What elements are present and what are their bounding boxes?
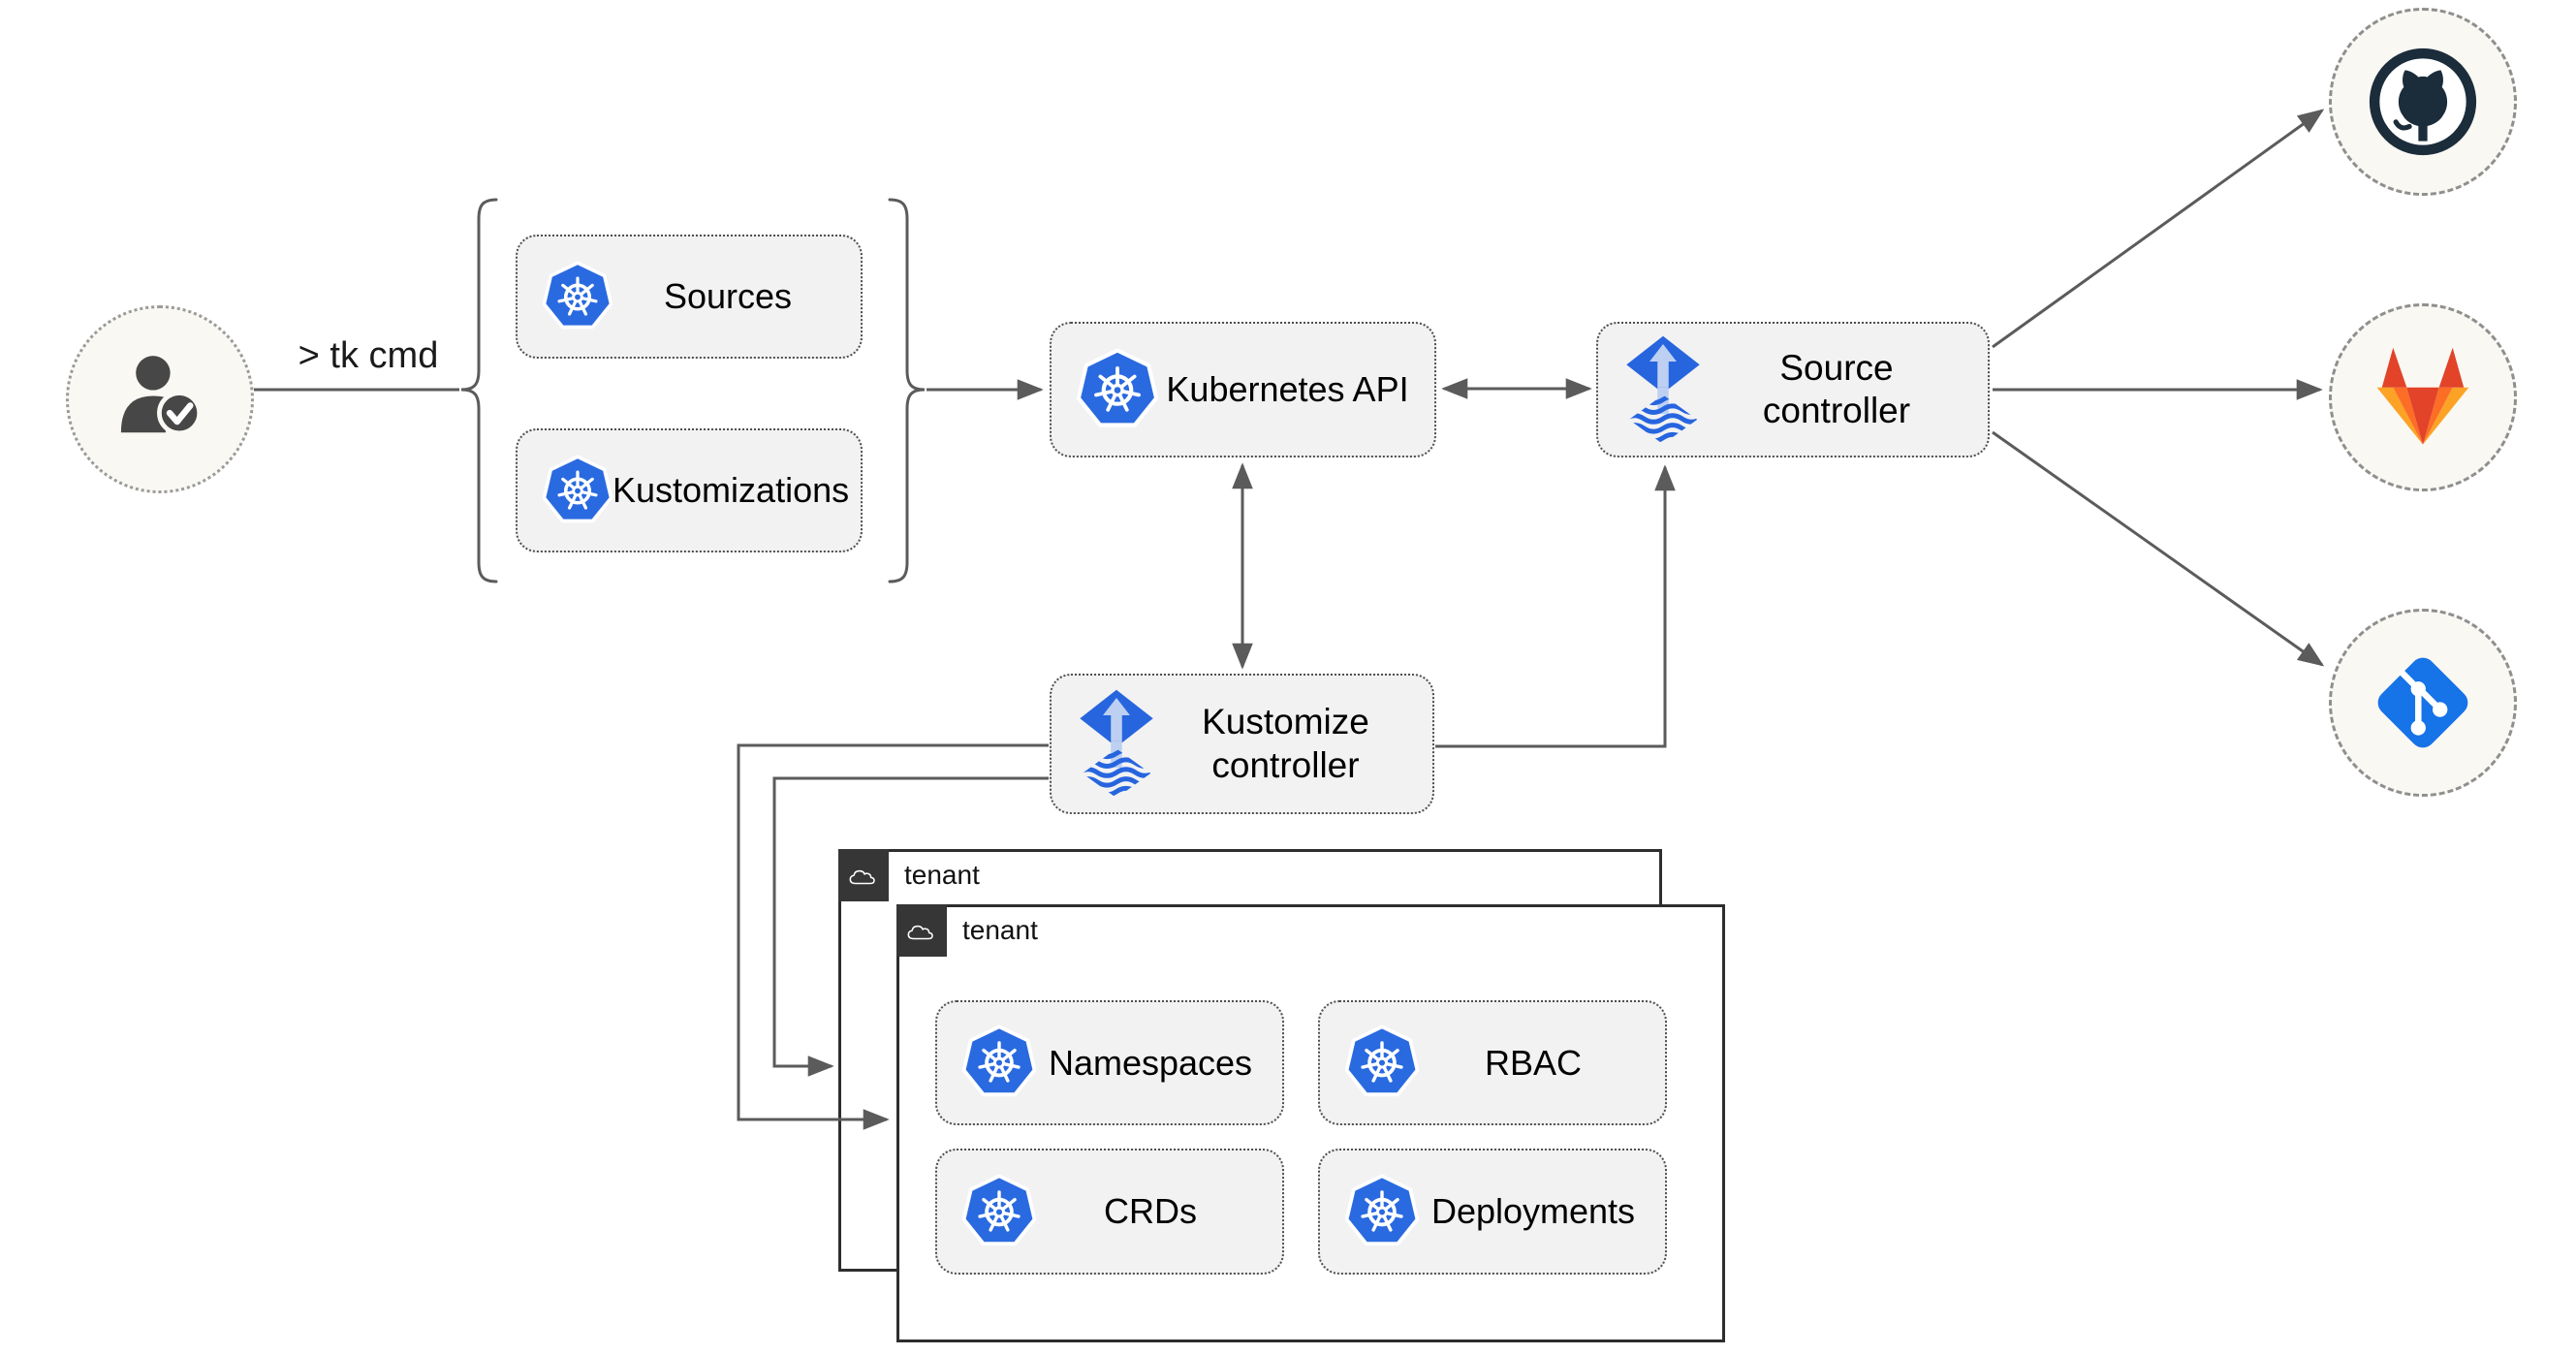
kubernetes-logo-icon <box>543 455 613 527</box>
tenant-back-badge <box>838 849 889 901</box>
right-brace <box>888 198 926 583</box>
kubernetes-logo-icon <box>1345 1024 1419 1101</box>
kustomizations-node[interactable]: Kustomizations <box>516 428 863 552</box>
kubernetes-logo-icon <box>1345 1174 1419 1250</box>
git-icon <box>2366 646 2480 760</box>
gitlab-icon <box>2361 335 2485 459</box>
user-node[interactable] <box>66 305 254 493</box>
sources-label: Sources <box>663 276 793 316</box>
kubernetes-api-node[interactable]: Kubernetes API <box>1050 322 1436 457</box>
rbac-label: RBAC <box>1484 1042 1583 1083</box>
github-node[interactable] <box>2329 8 2517 196</box>
crds-label: CRDs <box>1104 1191 1197 1231</box>
kubernetes-logo-icon <box>962 1174 1036 1250</box>
tenant-front-label: tenant <box>962 915 1038 945</box>
flux-controller-icon <box>1623 334 1703 446</box>
kubernetes-logo-icon <box>962 1024 1036 1101</box>
user-check-icon <box>103 342 217 457</box>
namespaces-label: Namespaces <box>1048 1042 1253 1083</box>
deployments-node[interactable]: Deployments <box>1318 1149 1667 1275</box>
tk-cmd-label: > tk cmd <box>298 335 439 376</box>
deployments-label: Deployments <box>1430 1191 1636 1231</box>
kustomize-controller-node[interactable]: Kustomize controller <box>1050 674 1434 814</box>
edge-source-to-github <box>1992 109 2325 349</box>
kubernetes-logo-icon <box>543 261 613 333</box>
rbac-node[interactable]: RBAC <box>1318 1000 1667 1125</box>
crds-node[interactable]: CRDs <box>935 1149 1284 1275</box>
namespaces-node[interactable]: Namespaces <box>935 1000 1284 1125</box>
cloud-icon <box>903 918 940 944</box>
kustomize-controller-label: Kustomize controller <box>1202 702 1369 785</box>
gitlab-node[interactable] <box>2329 303 2517 491</box>
git-node[interactable] <box>2329 609 2517 797</box>
left-brace <box>460 198 498 583</box>
kubernetes-logo-icon <box>1077 348 1158 432</box>
sources-node[interactable]: Sources <box>516 235 863 359</box>
source-controller-label: Source controller <box>1762 347 1911 430</box>
edge-kustomize-to-source <box>1435 464 1676 748</box>
kubernetes-api-label: Kubernetes API <box>1166 369 1409 409</box>
github-icon <box>2367 46 2479 158</box>
edge-source-to-git <box>1992 430 2325 667</box>
source-controller-node[interactable]: Source controller <box>1596 322 1990 457</box>
tenant-back-label: tenant <box>904 860 980 890</box>
kustomizations-label: Kustomizations <box>613 470 850 510</box>
cloud-icon <box>845 863 882 889</box>
tenant-front-badge <box>896 904 947 957</box>
flux-controller-icon <box>1077 688 1156 800</box>
